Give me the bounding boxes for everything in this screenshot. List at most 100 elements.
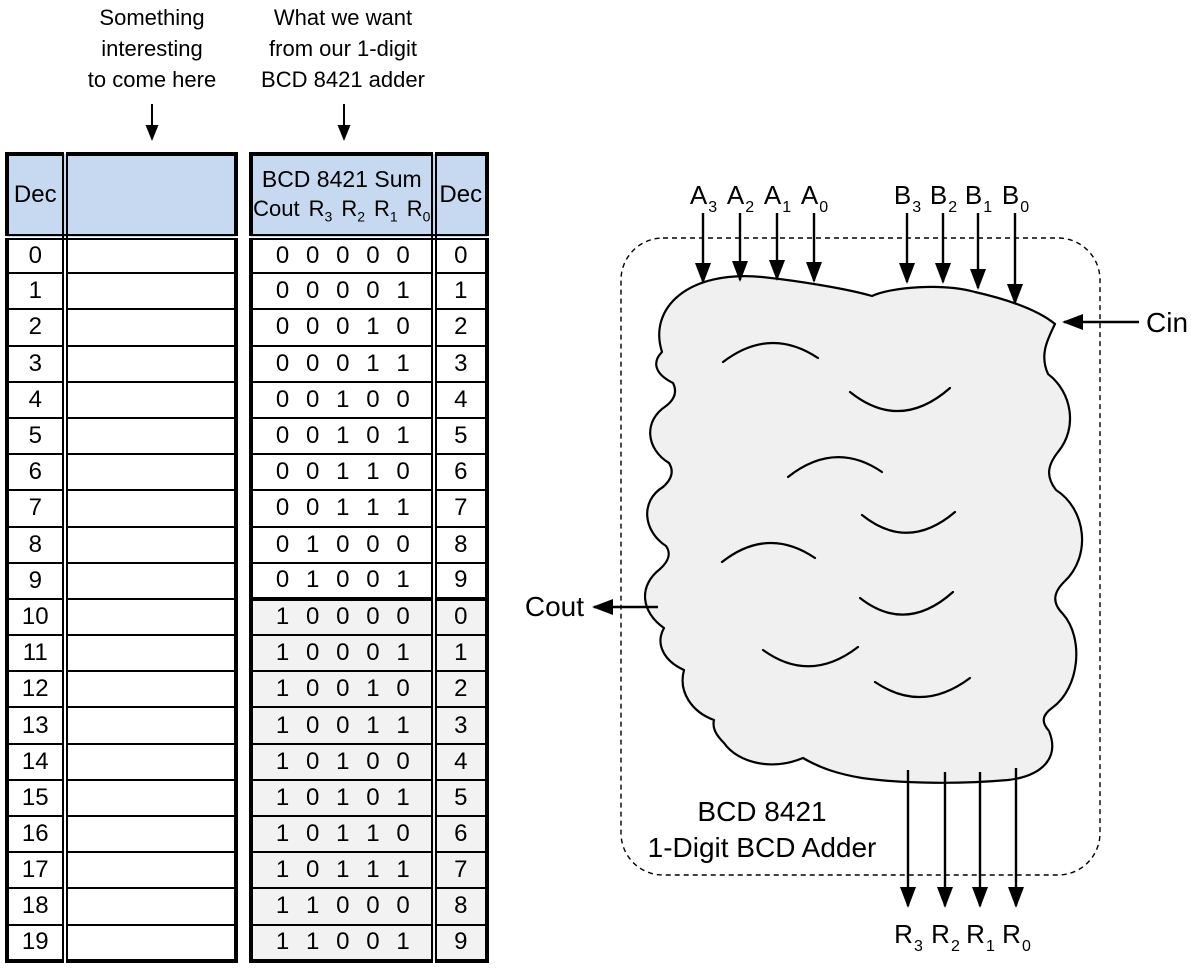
table-row: 7 — [6, 489, 237, 528]
bit-value: 0 — [305, 494, 320, 522]
bit-value: 0 — [336, 277, 350, 305]
bit-value: 0 — [275, 422, 290, 450]
bit-value: 1 — [275, 711, 290, 739]
input-b0-label: B0 — [1001, 180, 1030, 217]
dec-cell: 5 — [432, 416, 489, 456]
dec-cell: 2 — [432, 670, 489, 709]
bcd-sum-header-bits: Cout R3 R2 R1 R0 — [253, 194, 431, 231]
bit-value: 1 — [275, 639, 290, 667]
bit-value: 0 — [396, 747, 410, 775]
table-row: 9 — [6, 561, 237, 600]
right-annotation: What we want from our 1-digit BCD 8421 a… — [228, 2, 458, 95]
bit-value: 1 — [336, 494, 350, 522]
bit-value: 0 — [275, 385, 290, 413]
dec-cell: 18 — [6, 887, 68, 926]
dec-cell: 9 — [6, 561, 68, 600]
bit-value: 0 — [275, 494, 290, 522]
dec-cell: 4 — [6, 380, 68, 419]
output-r0-label: R0 — [1002, 919, 1031, 956]
r-output-arrows — [900, 768, 1024, 908]
cin-label: Cin — [1146, 307, 1189, 338]
blank-cell — [63, 344, 237, 383]
bit-value: 1 — [336, 385, 350, 413]
input-a1-label: A1 — [763, 180, 792, 217]
dec-cell: 5 — [432, 778, 489, 818]
input-a0-label: A0 — [800, 180, 829, 217]
right-dec-header: Dec — [432, 153, 489, 240]
bit-value: 0 — [366, 747, 380, 775]
r2-column-label: R2 — [341, 196, 366, 225]
blank-cell — [63, 561, 237, 600]
blank-cell — [63, 597, 237, 637]
input-a2-label: A2 — [726, 180, 755, 217]
dec-cell: 10 — [6, 597, 68, 637]
dec-cell: 3 — [432, 706, 489, 745]
bit-value: 1 — [275, 603, 290, 631]
table-row: 8 — [6, 525, 237, 564]
left-annotation: Something interesting to come here — [37, 2, 267, 95]
bit-value: 0 — [396, 530, 410, 558]
bit-value: 1 — [366, 675, 380, 703]
bit-value: 0 — [366, 530, 380, 558]
bit-value: 0 — [366, 783, 380, 811]
bit-value: 0 — [336, 566, 350, 594]
adder-box-label-line2: 1-Digit BCD Adder — [647, 832, 877, 863]
bit-value: 0 — [336, 639, 350, 667]
table-row: 18 — [6, 887, 237, 926]
right-annotation-line: What we want — [273, 5, 413, 30]
bit-value: 1 — [305, 566, 320, 594]
table-row: 16 — [6, 814, 237, 854]
bit-value: 1 — [396, 277, 410, 305]
blank-cell — [63, 670, 237, 709]
dec-cell: 19 — [6, 923, 68, 962]
dec-cell: 9 — [432, 923, 489, 962]
table-row: 5 — [6, 416, 237, 456]
bit-value: 0 — [305, 349, 320, 377]
bit-value: 0 — [305, 783, 320, 811]
bit-value: 0 — [396, 458, 410, 486]
left-annotation-line: interesting — [101, 36, 203, 61]
adder-cloud — [644, 275, 1084, 784]
bit-value: 1 — [396, 494, 410, 522]
blank-cell — [63, 453, 237, 492]
adder-box-label-line1: BCD 8421 — [697, 796, 827, 827]
bit-value: 0 — [336, 892, 350, 920]
bit-value: 1 — [396, 928, 410, 956]
bit-value: 1 — [336, 458, 350, 486]
table-row: 14 — [6, 742, 237, 781]
bit-value: 1 — [275, 928, 290, 956]
blank-cell — [63, 851, 237, 890]
bit-value: 0 — [336, 928, 350, 956]
bit-value: 0 — [366, 892, 380, 920]
bit-value: 0 — [366, 242, 380, 270]
bit-value: 1 — [396, 783, 410, 811]
dec-cell: 13 — [6, 706, 68, 745]
bit-value: 1 — [305, 530, 320, 558]
bit-value: 0 — [275, 313, 290, 341]
bit-value: 0 — [305, 856, 320, 884]
bit-value: 0 — [336, 313, 350, 341]
bit-value: 0 — [275, 458, 290, 486]
bit-value: 1 — [366, 494, 380, 522]
bit-value: 1 — [366, 856, 380, 884]
table-row: 15 — [6, 778, 237, 818]
table-row: 12 — [6, 670, 237, 709]
